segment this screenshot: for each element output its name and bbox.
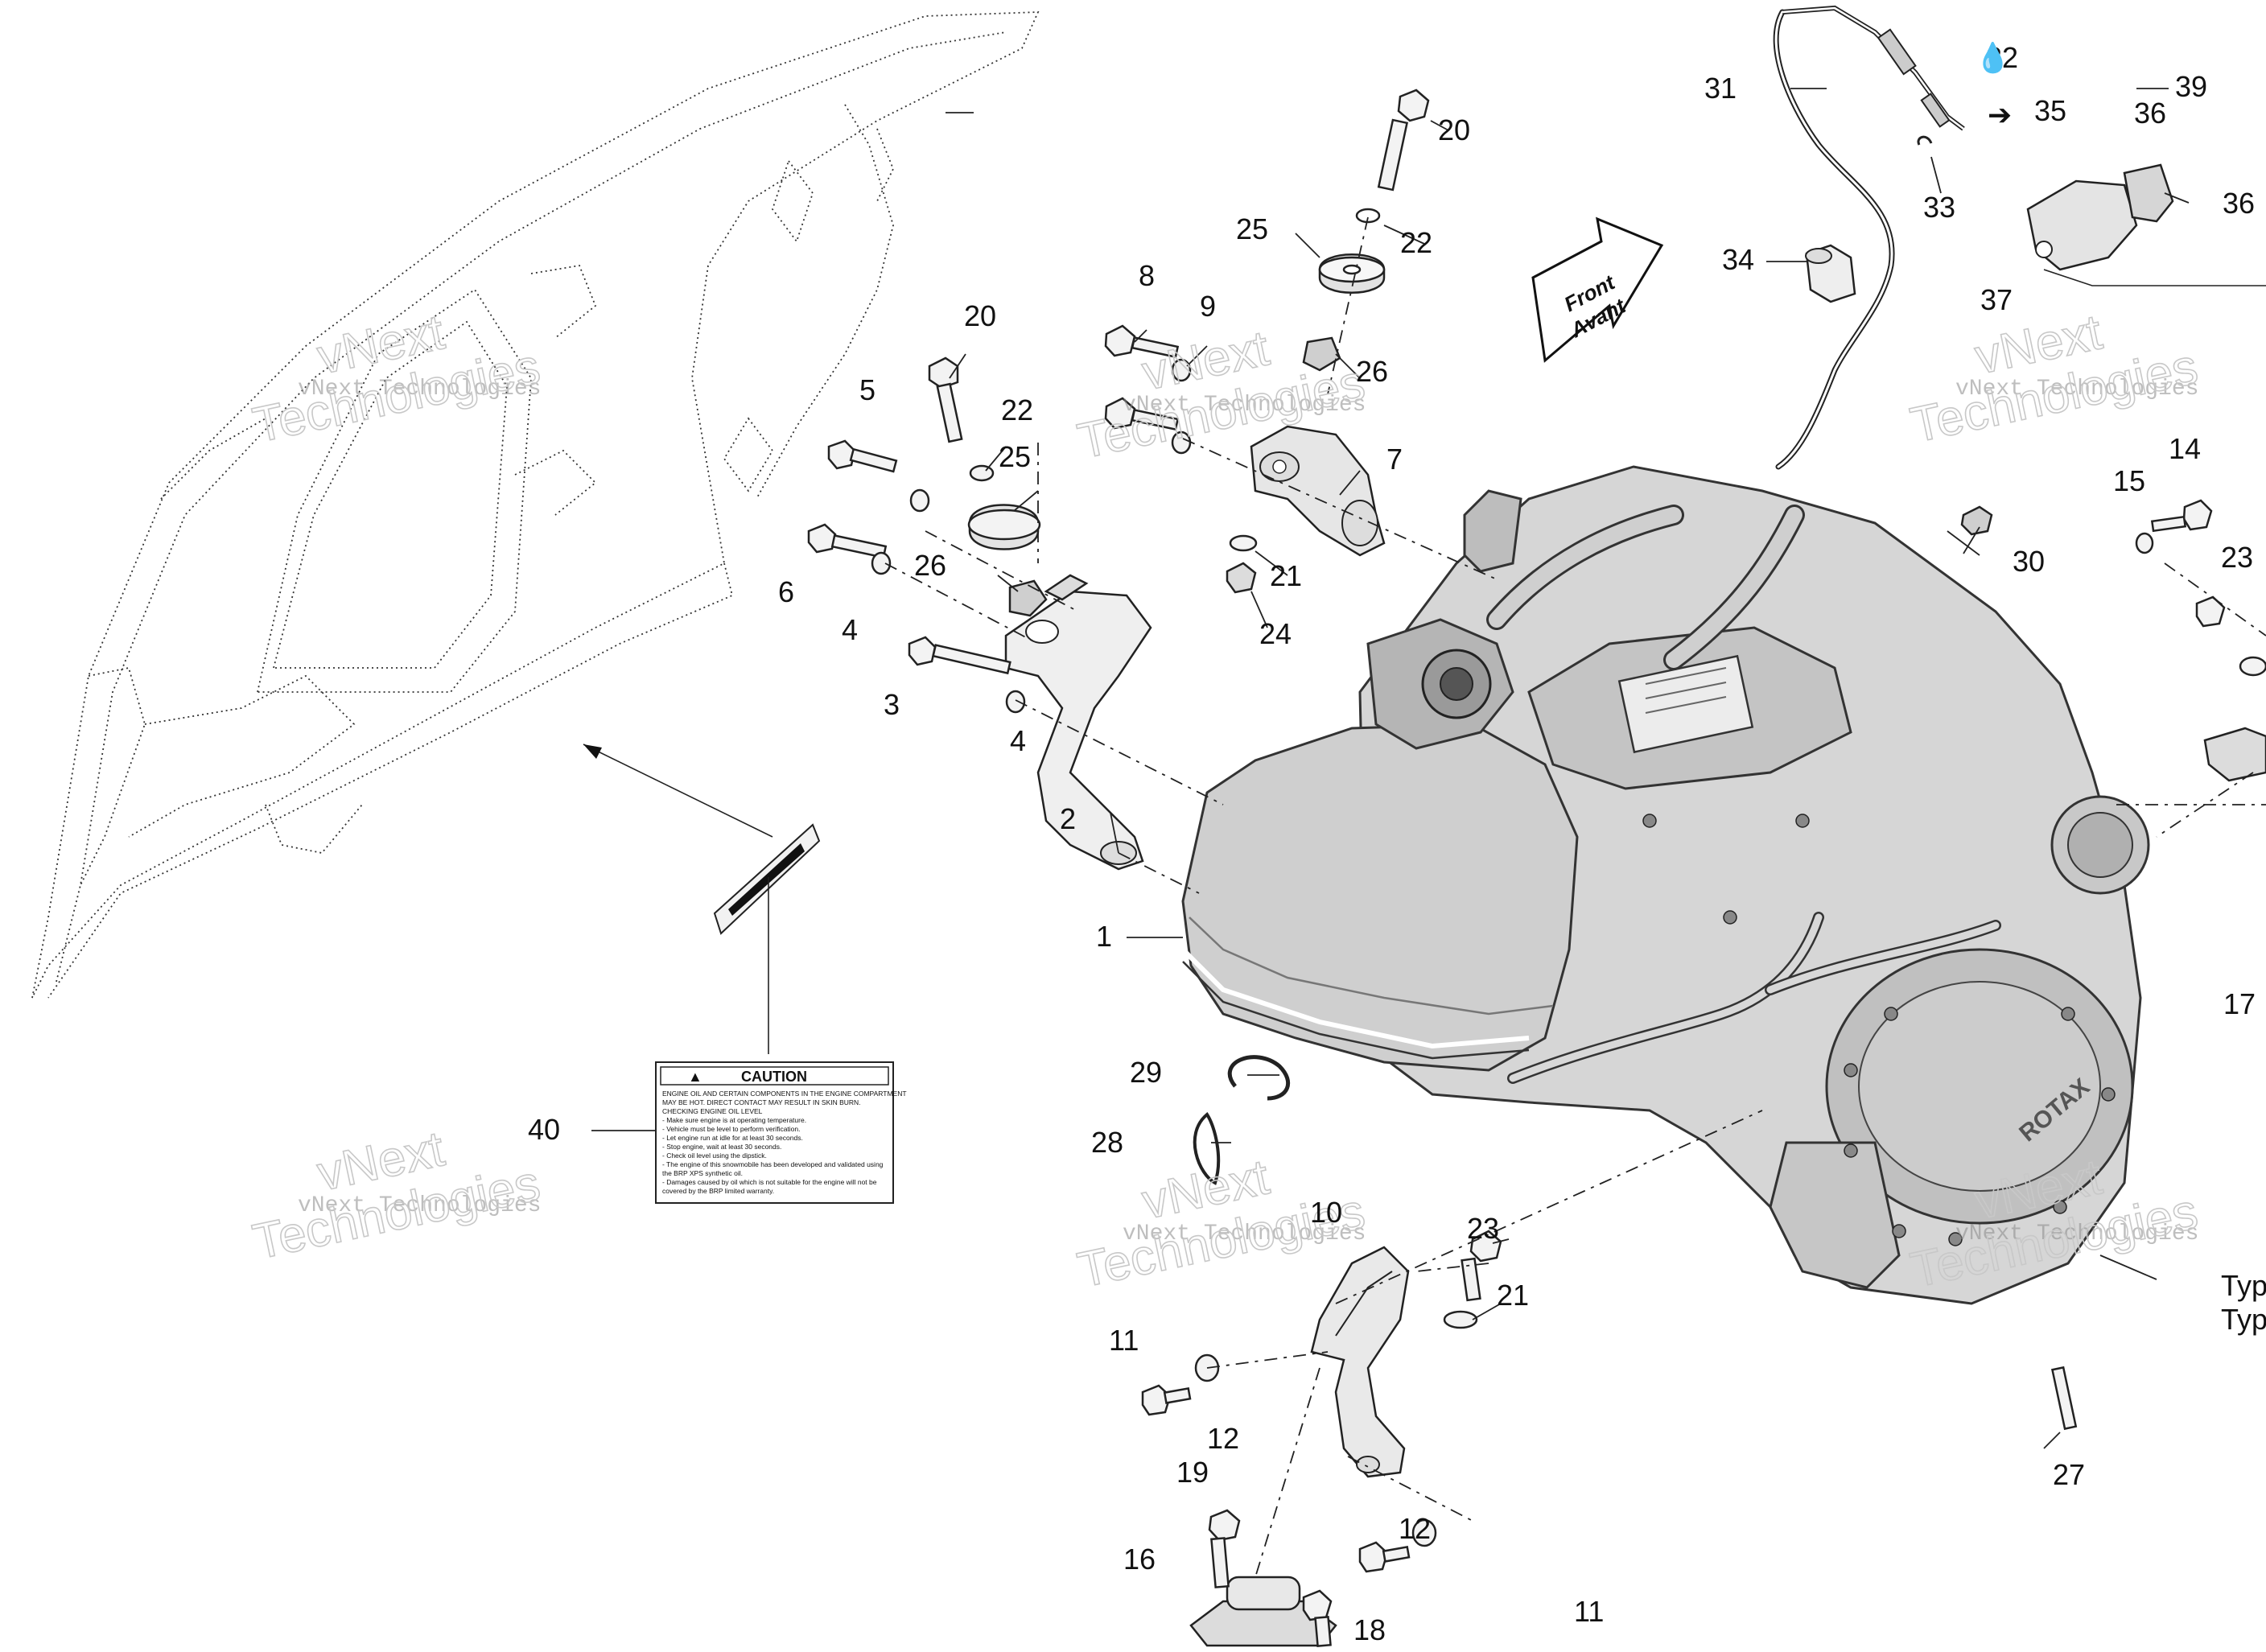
caution-line: - The engine of this snowmobile has been… bbox=[662, 1160, 884, 1168]
callout-11: 11 bbox=[1574, 1595, 1604, 1628]
oil-drop-icon: 💧 bbox=[1975, 41, 2011, 74]
callout-30: 30 bbox=[2013, 545, 2045, 578]
caution-line: - Let engine run at idle for at least 30… bbox=[662, 1134, 803, 1142]
caution-header: CAUTION bbox=[741, 1069, 807, 1085]
callout-28: 28 bbox=[1091, 1126, 1123, 1159]
callout-20: 20 bbox=[1438, 113, 1470, 146]
watermark-text: vNext Technologies bbox=[1123, 393, 1366, 418]
callout-34: 34 bbox=[1722, 243, 1754, 276]
caution-line: the BRP XPS synthetic oil. bbox=[662, 1169, 743, 1177]
callout-11: 11 bbox=[1109, 1324, 1139, 1357]
callout-12: 12 bbox=[1207, 1422, 1239, 1455]
arrow-glyph-icon: ➔ bbox=[1988, 98, 2012, 131]
caution-line: MAY BE HOT. DIRECT CONTACT MAY RESULT IN… bbox=[662, 1098, 861, 1106]
callout-24: 24 bbox=[1259, 617, 1292, 650]
callout-2: 2 bbox=[1060, 802, 1076, 835]
callout-31: 31 bbox=[1704, 72, 1737, 105]
callout-6: 6 bbox=[778, 575, 794, 608]
callout-33: 33 bbox=[1923, 191, 1955, 224]
caution-line: ENGINE OIL AND CERTAIN COMPONENTS IN THE… bbox=[662, 1090, 907, 1098]
typ-label-1: Typ bbox=[2221, 1269, 2266, 1302]
callout-16: 16 bbox=[1123, 1543, 1156, 1576]
callout-36: 36 bbox=[2134, 97, 2166, 130]
callout-35: 35 bbox=[2034, 94, 2066, 127]
callout-39: 39 bbox=[2175, 70, 2207, 103]
callout-12: 12 bbox=[1399, 1512, 1431, 1545]
callout-4: 4 bbox=[1010, 724, 1026, 757]
caution-line: CHECKING ENGINE OIL LEVEL bbox=[662, 1107, 763, 1115]
caution-line: covered by the BRP limited warranty. bbox=[662, 1187, 774, 1195]
oxygen-sensor-cable bbox=[1773, 5, 1965, 470]
callout-3: 3 bbox=[884, 688, 900, 721]
engine-mount-bracket bbox=[1004, 574, 1152, 871]
leader-lines bbox=[591, 88, 2190, 1449]
watermark-text: vNext Technologies bbox=[1123, 1221, 1366, 1246]
callout-23: 23 bbox=[1467, 1212, 1499, 1245]
callout-18: 18 bbox=[1353, 1613, 1386, 1646]
callout-7: 7 bbox=[1386, 443, 1403, 476]
body-panel bbox=[31, 11, 1040, 999]
caution-line: - Stop engine, wait at least 30 seconds. bbox=[662, 1143, 781, 1151]
watermark-text: vNext Technologies bbox=[298, 377, 541, 402]
typ-label-2: Typ bbox=[2221, 1303, 2266, 1336]
callout-22: 22 bbox=[1001, 393, 1033, 426]
callout-9: 9 bbox=[1200, 290, 1216, 323]
assembly-lines bbox=[884, 216, 2266, 1578]
caution-line: - Vehicle must be level to perform verif… bbox=[662, 1125, 801, 1133]
callout-4: 4 bbox=[842, 613, 858, 646]
caution-line: - Damages caused by oil which is not sui… bbox=[662, 1178, 877, 1186]
callout-15: 15 bbox=[2113, 464, 2145, 497]
callout-25: 25 bbox=[999, 440, 1031, 473]
top-mount-bracket bbox=[1250, 425, 1386, 557]
watermark-text: vNext Technologies bbox=[1955, 377, 2198, 402]
callout-26: 26 bbox=[1356, 355, 1388, 388]
callout-21: 21 bbox=[1497, 1279, 1529, 1312]
callout-23: 23 bbox=[2221, 541, 2253, 574]
caution-line: - Make sure engine is at operating tempe… bbox=[662, 1116, 806, 1124]
callout-20: 20 bbox=[964, 299, 996, 332]
callout-8: 8 bbox=[1139, 259, 1155, 292]
callout-29: 29 bbox=[1130, 1056, 1162, 1089]
retaining-clip bbox=[1917, 135, 1933, 146]
callout-25: 25 bbox=[1236, 212, 1268, 245]
rear-mount-bracket bbox=[1310, 1246, 1410, 1478]
warning-triangle-icon: ▲ bbox=[688, 1069, 702, 1085]
callout-5: 5 bbox=[859, 373, 876, 406]
callout-1: 1 bbox=[1096, 920, 1112, 953]
watermark-text: vNext Technologies bbox=[1955, 1221, 2198, 1246]
callout-22: 22 bbox=[1400, 226, 1432, 259]
watermark-text: vNext Technologies bbox=[298, 1193, 541, 1218]
callout-21: 21 bbox=[1270, 559, 1302, 592]
rubber-mount bbox=[1189, 1576, 1337, 1647]
decal-strip bbox=[713, 823, 821, 935]
cable-sleeve bbox=[1805, 244, 1856, 303]
callout-37: 37 bbox=[1980, 283, 2013, 316]
callout-19: 19 bbox=[1176, 1456, 1209, 1489]
callout-numbers: 1234456789101111121214151617181920202121… bbox=[528, 41, 2256, 1646]
callout-40: 40 bbox=[528, 1113, 560, 1146]
callout-32: 32 bbox=[1986, 41, 2018, 74]
caution-line: - Check oil level using the dipstick. bbox=[662, 1151, 767, 1160]
callout-27: 27 bbox=[2053, 1458, 2085, 1491]
callout-36: 36 bbox=[2223, 187, 2255, 220]
front-direction-arrow: Front Avant bbox=[1531, 216, 1664, 363]
callout-26: 26 bbox=[914, 549, 946, 582]
callout-10: 10 bbox=[1310, 1196, 1342, 1229]
caution-label: CAUTION ▲ ENGINE OIL AND CERTAIN COMPONE… bbox=[655, 1061, 907, 1204]
engine-assembly: ROTAX bbox=[1180, 465, 2150, 1305]
sensor-module bbox=[2026, 163, 2266, 286]
callout-14: 14 bbox=[2169, 432, 2201, 465]
callout-17: 17 bbox=[2223, 987, 2256, 1020]
fasteners bbox=[807, 89, 2266, 1647]
